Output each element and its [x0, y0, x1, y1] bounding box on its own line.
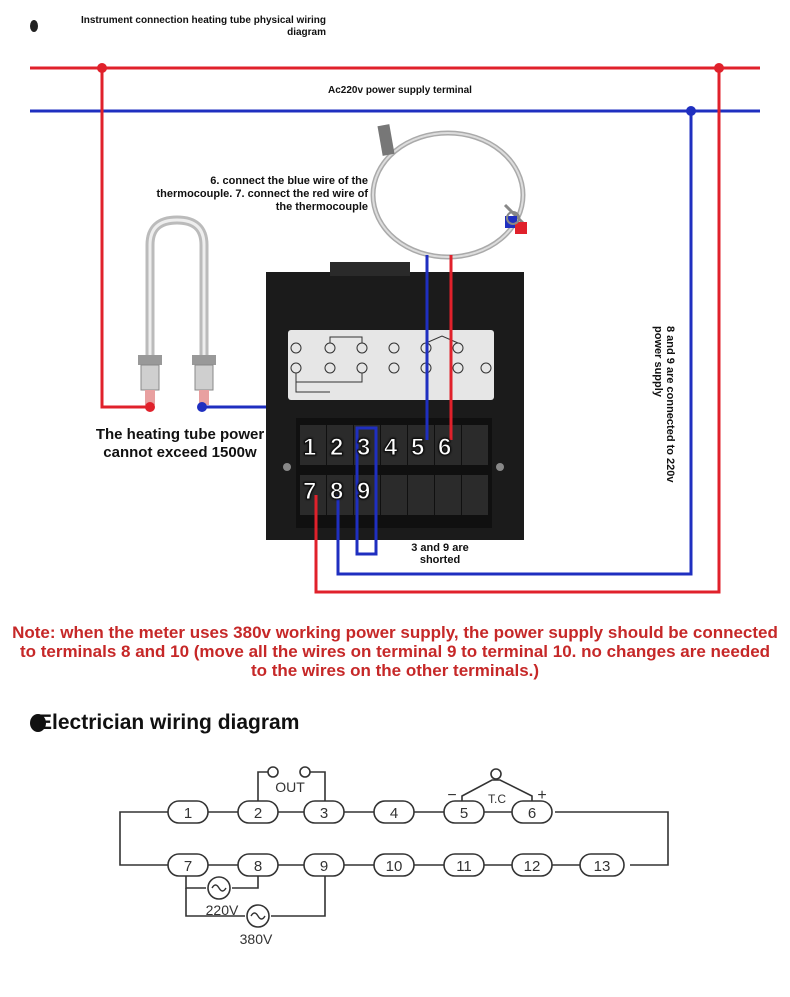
side-supply-note: 8 and 9 are connected to 220v power supp…: [652, 326, 676, 483]
title-bullet-icon: [30, 20, 38, 32]
schematic-terminal-9: 9: [320, 858, 328, 875]
heater-live-wire: [100, 68, 150, 409]
schematic-terminal-3: 3: [320, 805, 328, 822]
schematic-terminal-8: 8: [254, 858, 262, 875]
thermocouple-note: 6. connect the blue wire of the thermoco…: [156, 175, 368, 213]
tc-label: T.C: [488, 792, 506, 806]
thermocouple-icon: [370, 124, 527, 260]
schematic-terminal-12: 12: [524, 858, 541, 875]
heating-tube-icon: [138, 215, 216, 405]
junction-dot: [197, 402, 207, 412]
neutral-feed-wire: [336, 111, 693, 576]
physical-wiring-diagram: [30, 63, 760, 594]
terminal-6-label: 6: [437, 434, 452, 462]
tc-plus-label: +: [537, 787, 546, 804]
supply-terminal-label: Ac220v power supply terminal: [328, 85, 472, 96]
terminal-7-label: 7: [302, 478, 317, 506]
out-label: OUT: [275, 779, 305, 795]
heater-power-note: The heating tube power cannot exceed 150…: [95, 426, 265, 461]
schematic-terminal-5: 5: [460, 805, 468, 822]
schematic-title: Electrician wiring diagram: [38, 711, 300, 734]
terminal-4-label: 4: [383, 434, 398, 462]
terminal-8-label: 8: [329, 478, 344, 506]
schematic-terminal-2: 2: [254, 805, 262, 822]
terminal-1-label: 1: [302, 434, 317, 462]
junction-dot: [145, 402, 155, 412]
terminal-3-label: 3: [356, 434, 371, 462]
terminal-9-label: 9: [356, 478, 371, 506]
schematic-terminal-10: 10: [386, 858, 403, 875]
schematic-terminal-7: 7: [184, 858, 192, 875]
live-feed-wire: [314, 68, 721, 594]
v380-label: 380V: [240, 931, 273, 947]
short-3-9-wire: [355, 426, 378, 556]
controller-box: [266, 262, 524, 540]
section-bullet-icon: [30, 714, 46, 732]
schematic-terminal-4: 4: [390, 805, 398, 822]
shorted-note: 3 and 9 are shorted: [411, 542, 469, 566]
ac-380-icon: [250, 912, 266, 920]
terminal-2-label: 2: [329, 434, 344, 462]
schematic-terminal-13: 13: [594, 858, 611, 875]
schematic-terminal-1: 1: [184, 805, 192, 822]
wiring-note: Note: when the meter uses 380v working p…: [12, 623, 778, 680]
ac-220-icon: [211, 884, 227, 892]
v220-label: 220V: [206, 902, 239, 918]
diagram-title: Instrument connection heating tube physi…: [80, 15, 326, 38]
tc-minus-label: −: [447, 787, 456, 804]
schematic-terminal-11: 11: [456, 858, 472, 875]
schematic-terminal-6: 6: [528, 805, 536, 822]
terminal-5-label: 5: [410, 434, 425, 462]
